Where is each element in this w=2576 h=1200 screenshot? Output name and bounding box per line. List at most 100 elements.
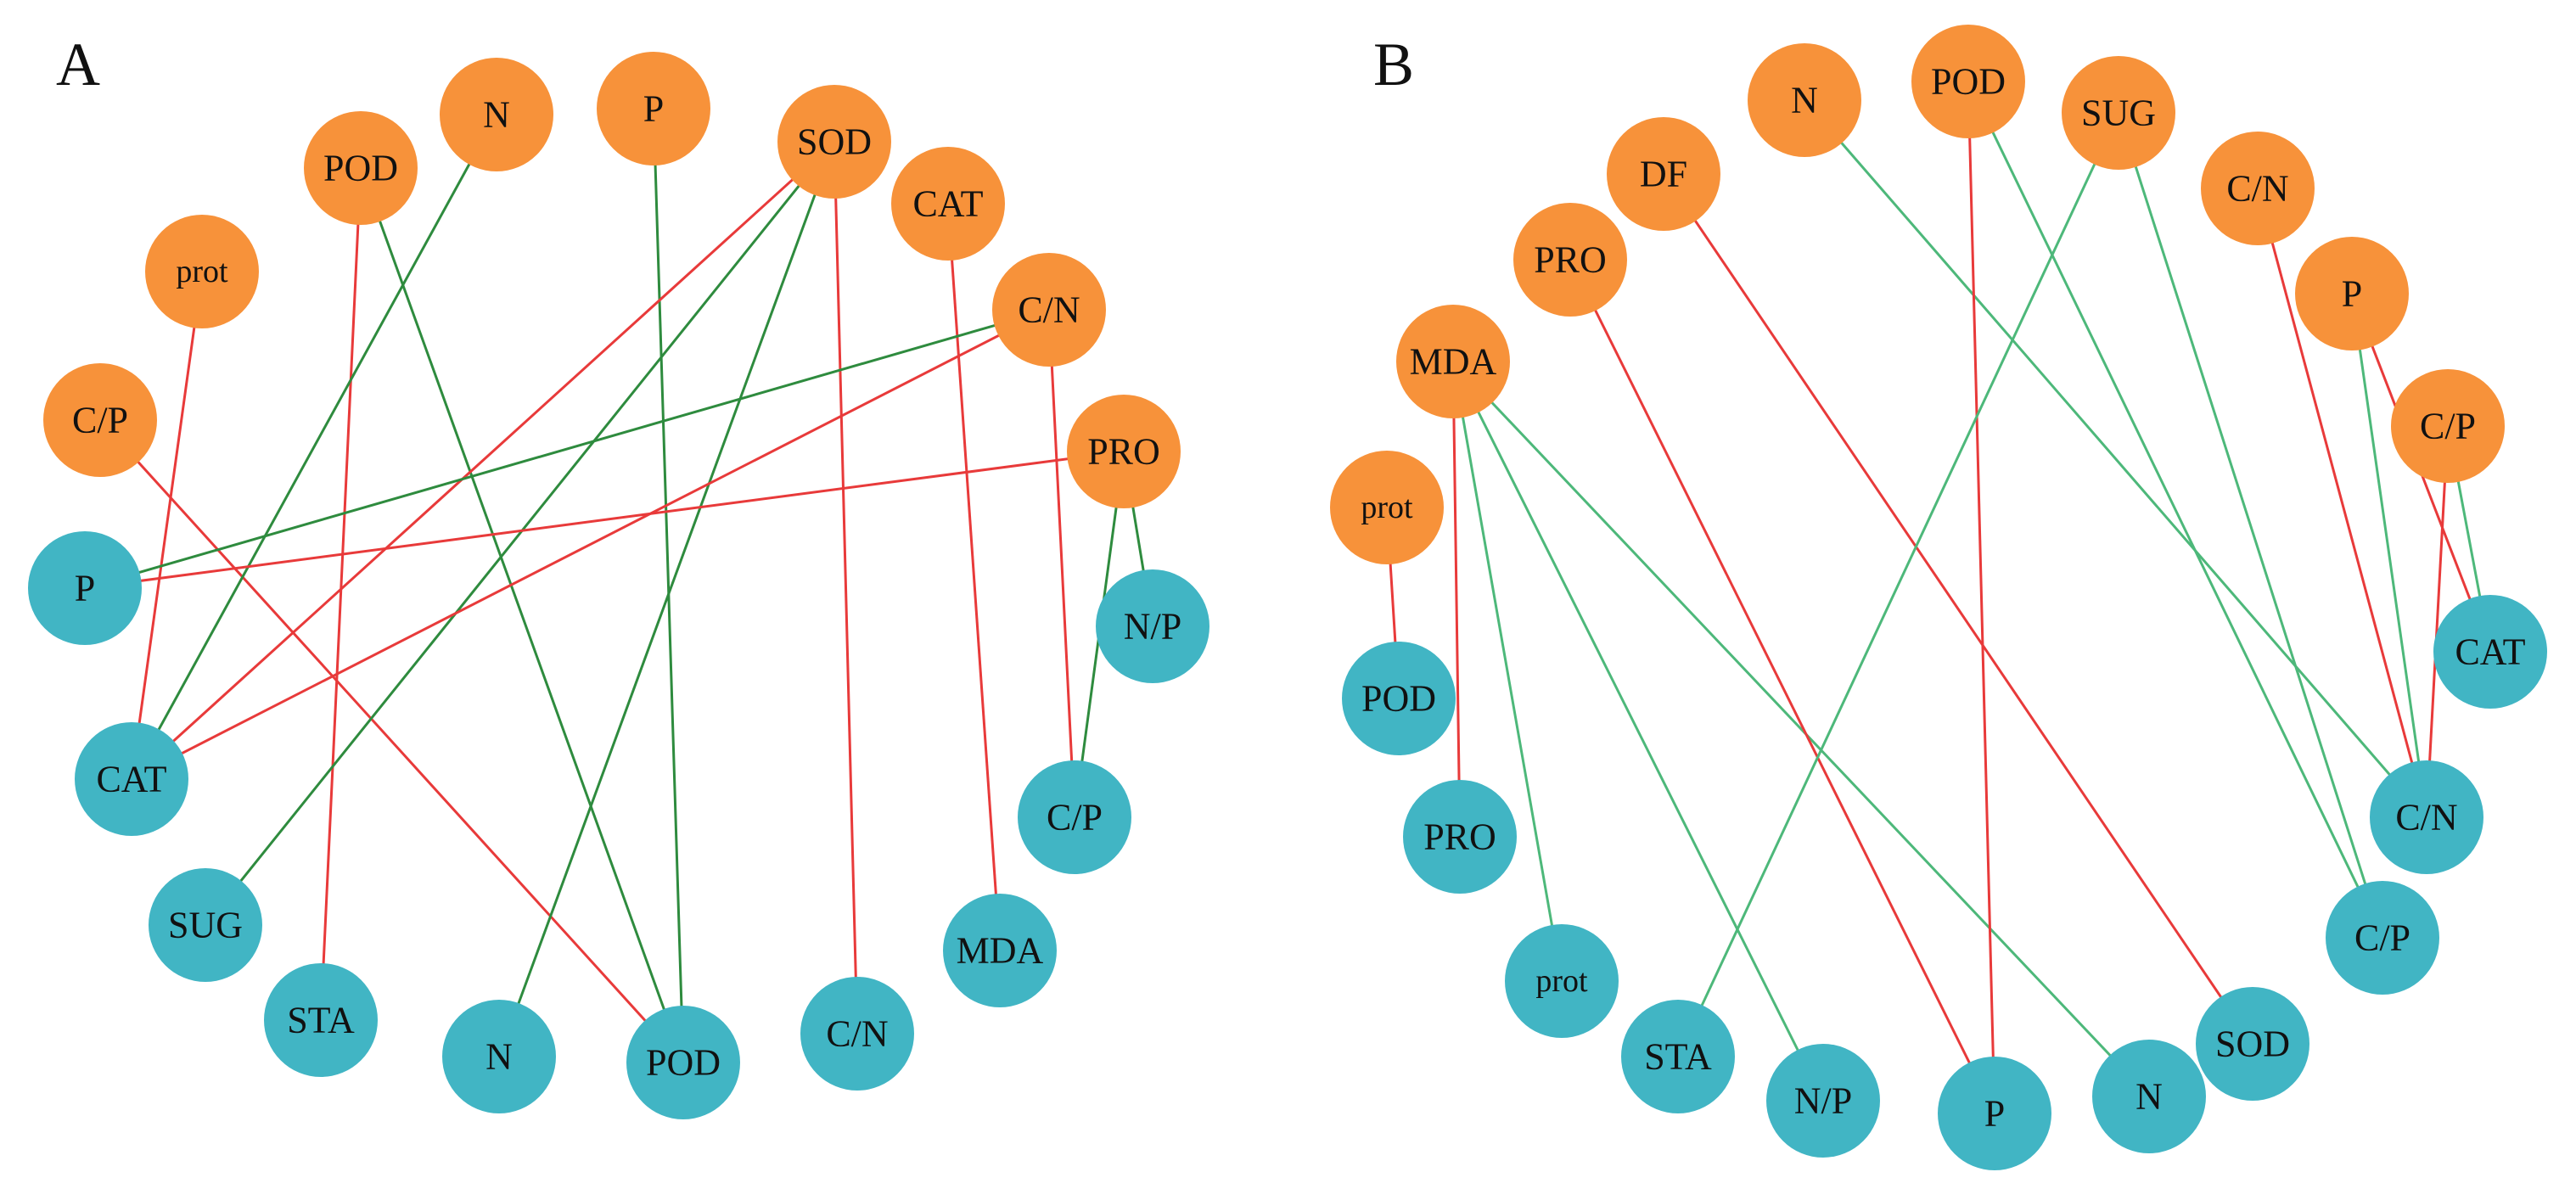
- edge-a-positive-0: [130, 271, 204, 780]
- node-label: prot: [1535, 963, 1588, 999]
- edge-b-positive-1: [1451, 361, 1462, 838]
- node-label: N: [483, 94, 510, 136]
- edge-a-positive-14: [84, 450, 1125, 590]
- node-b-orange-p: P: [2295, 237, 2409, 350]
- node-circle: [1096, 569, 1209, 683]
- node-label: STA: [1644, 1036, 1712, 1078]
- node-label: SUG: [168, 905, 243, 946]
- node-b-teal-c-n: C/N: [2370, 760, 2483, 874]
- node-a-teal-c-p: C/P: [1018, 760, 1131, 874]
- node-circle: [2062, 56, 2175, 170]
- edge-a-positive-1: [98, 418, 685, 1064]
- node-circle: [943, 894, 1057, 1007]
- node-label: C/P: [72, 400, 128, 441]
- node-a-teal-p: P: [28, 531, 142, 645]
- node-b-teal-prot: prot: [1505, 924, 1619, 1038]
- node-circle: [1330, 451, 1444, 564]
- node-label: SUG: [2081, 93, 2156, 134]
- node-label: prot: [1361, 490, 1413, 525]
- node-circle: [891, 147, 1005, 261]
- node-label: SOD: [797, 121, 872, 163]
- node-b-orange-mda: MDA: [1396, 305, 1510, 418]
- node-label: STA: [287, 1000, 355, 1041]
- node-circle: [43, 363, 157, 477]
- node-a-teal-cat: CAT: [75, 722, 188, 836]
- node-b-orange-n: N: [1748, 43, 1861, 157]
- node-circle: [992, 253, 1106, 367]
- node-circle: [777, 85, 891, 199]
- node-label: C/N: [826, 1013, 888, 1055]
- node-label: N/P: [1124, 606, 1181, 648]
- node-circle: [2433, 595, 2547, 709]
- node-circle: [1607, 117, 1720, 231]
- edge-a-positive-9: [833, 141, 859, 1035]
- node-b-orange-prot: prot: [1330, 451, 1444, 564]
- node-circle: [1342, 642, 1456, 755]
- edge-group-a: [84, 108, 1154, 1064]
- edge-a-negative-5: [652, 108, 685, 1063]
- edge-b-negative-10: [1676, 112, 2120, 1057]
- node-label: C/N: [1018, 289, 1080, 331]
- edge-a-negative-8: [497, 141, 836, 1057]
- edge-b-negative-13: [2350, 293, 2428, 818]
- node-circle: [304, 111, 418, 225]
- node-label: C/P: [1047, 797, 1103, 838]
- edge-b-negative-9: [1967, 81, 2384, 939]
- node-a-orange-n: N: [440, 58, 553, 171]
- node-a-orange-p: P: [597, 52, 710, 165]
- node-label: C/N: [2395, 797, 2457, 838]
- edge-a-positive-10: [946, 203, 1002, 951]
- node-label: N: [1791, 80, 1818, 121]
- node-b-teal-sod: SOD: [2196, 987, 2309, 1101]
- node-circle: [264, 963, 378, 1077]
- edge-a-negative-3: [359, 167, 685, 1063]
- node-label: SOD: [2215, 1023, 2290, 1065]
- node-label: PRO: [1423, 816, 1496, 858]
- edge-group-b: [1385, 81, 2492, 1114]
- node-circle: [1748, 43, 1861, 157]
- node-b-orange-sug: SUG: [2062, 56, 2175, 170]
- node-label: POD: [323, 148, 398, 189]
- panel-label-b: B: [1373, 31, 1414, 98]
- node-circle: [2196, 987, 2309, 1101]
- node-label: C/P: [2354, 917, 2410, 959]
- node-circle: [2092, 1040, 2206, 1153]
- node-b-teal-n: N: [2092, 1040, 2206, 1153]
- node-circle: [75, 722, 188, 836]
- node-circle: [2370, 760, 2483, 874]
- node-b-orange-c-n: C/N: [2201, 132, 2315, 245]
- node-circle: [28, 531, 142, 645]
- node-label: CAT: [96, 759, 166, 800]
- node-a-orange-sod: SOD: [777, 85, 891, 199]
- node-label: N/P: [1794, 1080, 1852, 1122]
- node-b-teal-n-p: N/P: [1766, 1044, 1880, 1158]
- node-label: MDA: [1410, 341, 1497, 383]
- node-circle: [1067, 395, 1181, 508]
- node-b-teal-sta: STA: [1621, 1000, 1735, 1113]
- edge-b-positive-5: [1569, 259, 1996, 1114]
- node-b-teal-pod: POD: [1342, 642, 1456, 755]
- node-circle: [626, 1006, 740, 1119]
- node-b-orange-pod: POD: [1911, 25, 2025, 138]
- node-circle: [1505, 924, 1619, 1038]
- edge-a-negative-11: [84, 308, 1050, 590]
- edge-a-positive-12: [131, 308, 1050, 781]
- edge-b-negative-7: [1803, 99, 2428, 818]
- node-label: POD: [1361, 678, 1436, 720]
- node-circle: [1766, 1044, 1880, 1158]
- node-circle: [1938, 1057, 2051, 1170]
- node-label: CAT: [2455, 631, 2525, 673]
- node-b-orange-pro: PRO: [1513, 203, 1627, 317]
- node-circle: [2391, 369, 2505, 483]
- node-circle: [149, 868, 262, 982]
- node-label: PRO: [1087, 431, 1160, 473]
- edge-a-negative-4: [130, 114, 498, 780]
- edge-b-positive-8: [1967, 81, 1996, 1114]
- node-circle: [2201, 132, 2315, 245]
- node-circle: [800, 977, 914, 1091]
- node-a-orange-pod: POD: [304, 111, 418, 225]
- node-b-teal-pro: PRO: [1403, 780, 1517, 894]
- edge-b-positive-16: [2425, 425, 2450, 818]
